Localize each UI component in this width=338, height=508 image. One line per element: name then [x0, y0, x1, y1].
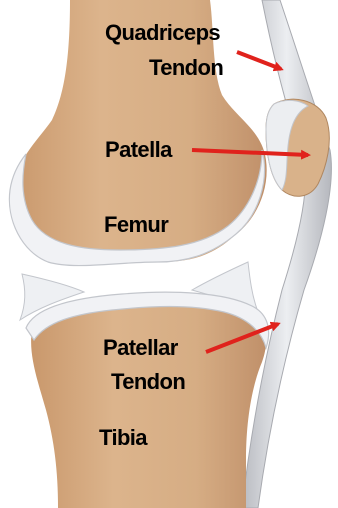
label-patellar-line1: Patellar — [103, 335, 179, 360]
tibia-bone — [31, 298, 266, 508]
tendon-band — [242, 0, 331, 508]
label-tibia: Tibia — [99, 425, 148, 450]
label-patellar-line2: Tendon — [111, 369, 185, 394]
label-quadriceps-line1: Quadriceps — [105, 20, 220, 45]
label-quadriceps-line2: Tendon — [149, 55, 223, 80]
label-patella: Patella — [105, 137, 173, 162]
label-femur: Femur — [104, 212, 169, 237]
